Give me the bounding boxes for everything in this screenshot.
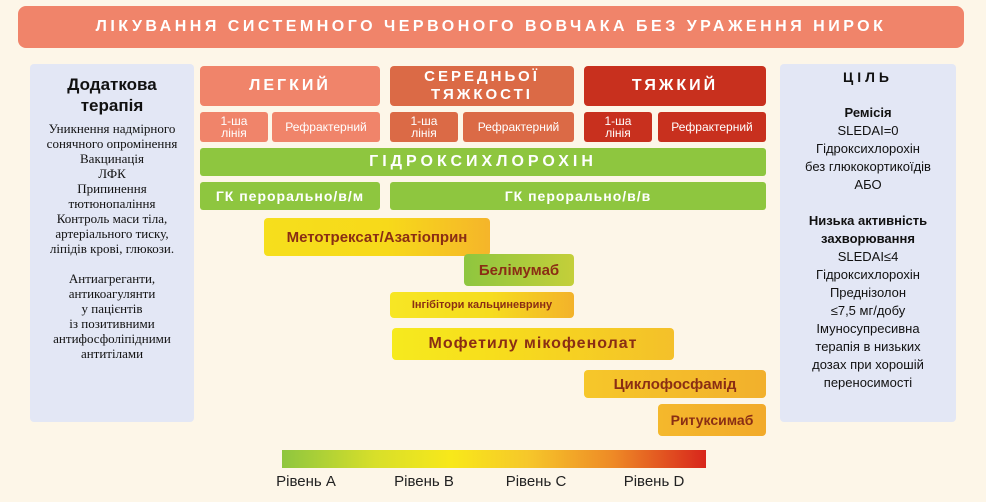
list-item: Припинення xyxy=(77,181,147,196)
list-item: тютюнопаління xyxy=(68,196,156,211)
list-item: у пацієнтів xyxy=(81,301,143,316)
list-item: Уникнення надмірного xyxy=(48,121,176,136)
level-b-label: Рівень В xyxy=(394,473,454,490)
goal-title: ЦІЛЬ xyxy=(842,69,893,85)
rituximab-bar: Ритуксимаб xyxy=(658,404,766,436)
severity-severe-header: ТЯЖКИЙ xyxy=(584,66,766,106)
moderate-first-line: 1-ша лінія xyxy=(390,112,458,142)
additional-therapy-panel: Додаткова терапія Уникнення надмірного с… xyxy=(30,64,194,422)
remission-line: без глюкокортикоїдів xyxy=(805,159,931,174)
list-item: антикоагулянти xyxy=(68,286,156,301)
hydroxychloroquine-bar: ГІДРОКСИХЛОРОХІН xyxy=(200,148,766,176)
low-activity-line: SLEDAI≤4 xyxy=(837,249,899,264)
additional-therapy-list: Уникнення надмірного сонячного опромінен… xyxy=(30,121,194,361)
list-item: артеріального тиску, xyxy=(55,226,169,241)
level-c-label: Рівень С xyxy=(505,473,567,490)
cyclophosphamide-bar: Циклофосфамід xyxy=(584,370,766,398)
mild-refractory: Рефрактерний xyxy=(272,112,380,142)
list-item: антифосфоліпідними xyxy=(53,331,171,346)
evidence-level-gradient xyxy=(282,450,706,468)
severe-first-line: 1-ша лінія xyxy=(584,112,652,142)
list-item: Вакцинація xyxy=(80,151,144,166)
belimumab-bar: Белімумаб xyxy=(464,254,574,286)
remission-line: АБО xyxy=(854,177,882,192)
remission-title: Ремісія xyxy=(844,105,892,120)
list-item: із позитивними xyxy=(69,316,155,331)
list-item: Антиагреганти, xyxy=(68,271,156,286)
title-bar: ЛІКУВАННЯ СИСТЕМНОГО ЧЕРВОНОГО ВОВЧАКА Б… xyxy=(18,6,964,48)
gc-mild-bar: ГК перорально/в/м xyxy=(200,182,380,210)
calcineurin-inhibitors-bar: Інгібітори кальциневрину xyxy=(390,292,574,318)
list-item: Контроль маси тіла, xyxy=(56,211,168,226)
severity-mild-header: ЛЕГКИЙ xyxy=(200,66,380,106)
remission-line: Гідроксихлорохін xyxy=(816,141,920,156)
severity-moderate-header: СЕРЕДНЬОЇ ТЯЖКОСТІ xyxy=(390,66,574,106)
mild-first-line: 1-ша лінія xyxy=(200,112,268,142)
list-item: сонячного опромінення xyxy=(46,136,178,151)
gc-moderate-severe-bar: ГК перорально/в/в xyxy=(390,182,766,210)
goal-panel: ЦІЛЬ Ремісія SLEDAI=0 Гідроксихлорохін б… xyxy=(780,64,956,422)
low-activity-line: Гідроксихлорохін xyxy=(816,267,920,282)
low-activity-line: терапія в низьких xyxy=(815,339,921,354)
low-activity-title: Низька активність xyxy=(808,213,928,228)
low-activity-line: Преднізолон xyxy=(829,285,907,300)
methotrexate-azathioprine-bar: Метотрексат/Азатіоприн xyxy=(264,218,490,256)
moderate-refractory: Рефрактерний xyxy=(463,112,574,142)
low-activity-line: переносимості xyxy=(823,375,913,390)
mycophenolate-mofetil-bar: Мофетилу мікофенолат xyxy=(392,328,674,360)
list-item: антитілами xyxy=(80,346,144,361)
low-activity-line: дозах при хорошій xyxy=(812,357,924,372)
low-activity-line: Імуносупресивна xyxy=(816,321,920,336)
page-title: ЛІКУВАННЯ СИСТЕМНОГО ЧЕРВОНОГО ВОВЧАКА Б… xyxy=(95,18,887,35)
list-item: ліпідів крові, глюкози. xyxy=(49,241,175,256)
low-activity-line: ≤7,5 мг/добу xyxy=(830,303,906,318)
level-a-label: Рівень А xyxy=(276,473,336,490)
remission-line: SLEDAI=0 xyxy=(837,123,899,138)
level-d-label: Рівень D xyxy=(623,473,685,490)
severe-refractory: Рефрактерний xyxy=(658,112,766,142)
list-item: ЛФК xyxy=(98,166,126,181)
low-activity-title: захворювання xyxy=(821,231,915,246)
additional-therapy-title: Додаткова терапія xyxy=(67,75,157,115)
